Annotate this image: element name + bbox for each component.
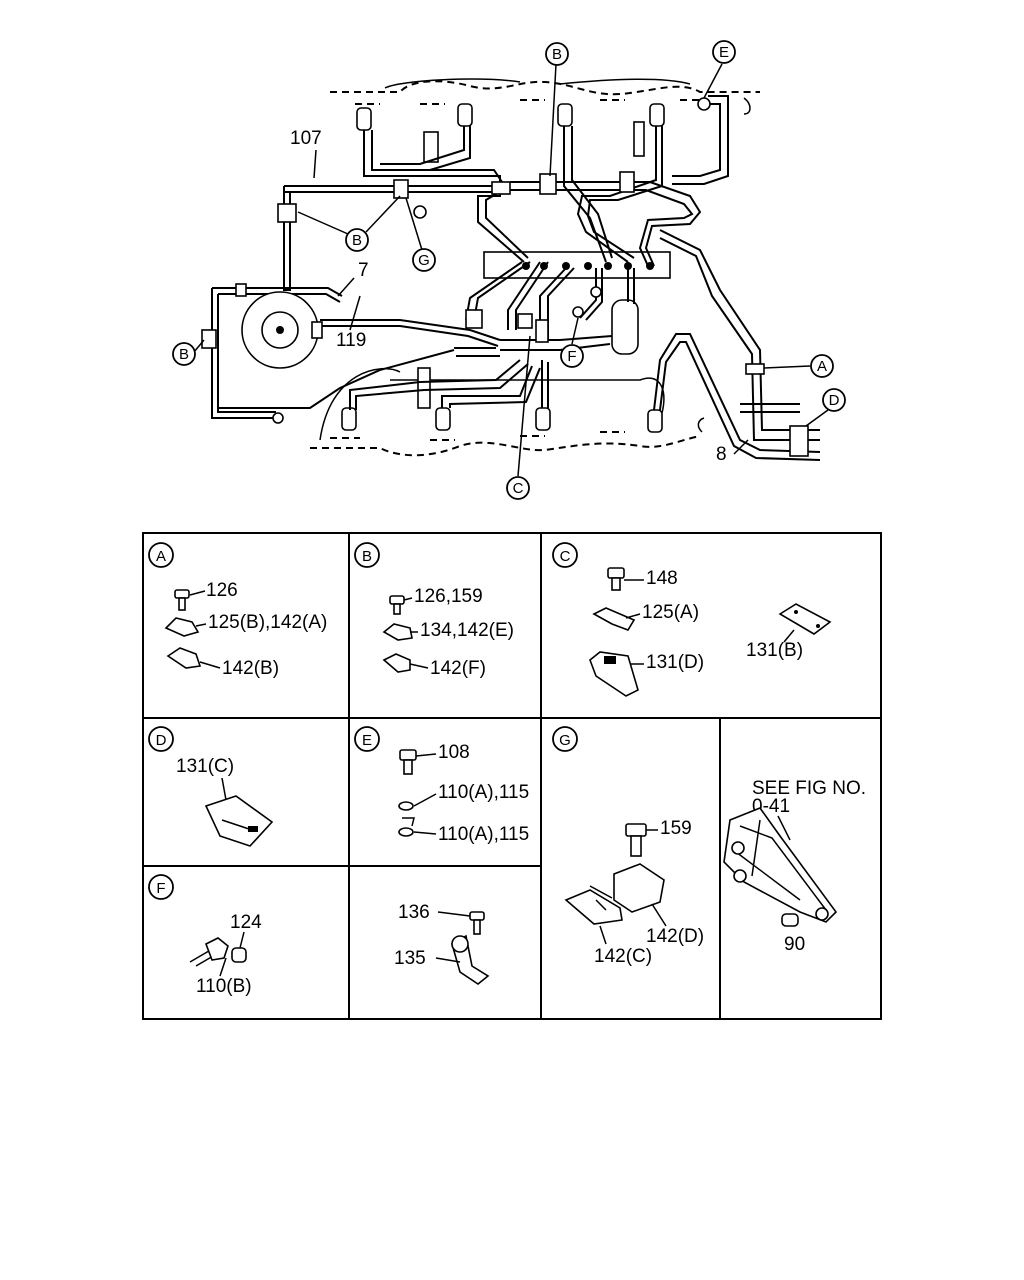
svg-text:C: C	[513, 480, 524, 497]
panel-b-item-1: 126,159	[414, 586, 483, 607]
panel-fig-ref: SEE FIG NO. 0-41 90	[723, 778, 866, 955]
bracket-131c	[204, 795, 274, 847]
washer-110a-top	[398, 801, 414, 811]
unlabeled-item-2: 135	[394, 948, 426, 969]
bolt-90	[781, 913, 799, 927]
panel-g-item-1: 159	[660, 818, 692, 839]
label-119: 119	[336, 330, 366, 351]
callout-d: D	[805, 388, 846, 427]
callout-top-b: B	[545, 42, 569, 177]
panel-g-letter: G	[559, 732, 571, 749]
svg-text:F: F	[567, 348, 576, 365]
nut-124	[231, 947, 247, 963]
panel-e-item-1: 108	[438, 742, 470, 763]
fuel-pipes	[211, 95, 821, 461]
panel-a-letter: A	[156, 548, 166, 565]
bracket-142d	[613, 863, 665, 913]
callout-left-b: B	[172, 339, 205, 366]
bolt-148	[607, 567, 625, 591]
panel-e-item-3: 110(A),115	[438, 824, 529, 845]
nut-110b	[204, 937, 229, 961]
label-7: 7	[358, 260, 369, 281]
panel-a-item-2: 125(B),142(A)	[208, 612, 327, 633]
panel-f: F 124 110(B)	[148, 874, 262, 997]
panel-e: E 108 110(A),115 110(A),115	[354, 726, 529, 845]
panel-f-item-2: 110(B)	[196, 976, 252, 997]
label-8: 8	[716, 444, 727, 465]
detail-grid	[142, 532, 882, 1020]
panel-g: G 159 142(D) 142(C)	[552, 726, 704, 967]
svg-text:B: B	[552, 46, 562, 63]
panel-a-item-3: 142(B)	[222, 658, 279, 679]
main-diagram: 107 7 119 8 B E B G	[172, 40, 846, 500]
panel-c-item-3: 131(D)	[646, 652, 704, 673]
fuel-injection-pump	[483, 251, 671, 279]
panel-b-item-2: 134,142(E)	[420, 620, 514, 641]
panel-a-item-1: 126	[206, 580, 238, 601]
svg-text:B: B	[179, 346, 189, 363]
panel-d: D 131(C)	[148, 726, 274, 847]
label-107: 107	[290, 128, 322, 149]
callout-c: C	[506, 335, 531, 500]
plate-131b	[778, 603, 832, 635]
panel-a: A 126 125(B),142(A) 142(B)	[148, 542, 327, 679]
top-injectors	[356, 103, 665, 163]
bolt-136	[469, 911, 485, 935]
svg-text:G: G	[418, 252, 430, 269]
panel-unlabeled: 136 135	[394, 902, 490, 985]
fig-ref-item: 90	[784, 934, 805, 955]
fuel-filter	[241, 291, 323, 369]
panel-d-item-1: 131(C)	[176, 756, 234, 777]
svg-text:E: E	[719, 44, 729, 61]
panel-e-item-2: 110(A),115	[438, 782, 529, 803]
svg-text:B: B	[352, 232, 362, 249]
panel-c-item-1: 148	[646, 568, 678, 589]
unlabeled-item-1: 136	[398, 902, 430, 923]
bracket-131d	[589, 651, 639, 697]
svg-text:D: D	[829, 392, 840, 409]
panel-d-letter: D	[156, 732, 167, 749]
panel-f-item-1: 124	[230, 912, 262, 933]
clamp-142c	[564, 889, 623, 925]
panel-b-item-3: 142(F)	[430, 658, 486, 679]
engine-mount-bracket	[723, 807, 838, 923]
panel-g-item-2: 142(D)	[646, 926, 704, 947]
bolt-108	[399, 749, 417, 775]
clip-134	[382, 623, 413, 641]
callout-mid-b: B	[297, 195, 401, 252]
callout-top-e: E	[703, 40, 736, 99]
callout-g: G	[405, 197, 436, 272]
panel-f-letter: F	[156, 880, 165, 897]
panel-b: B 126,159 134,142(E) 142(F)	[354, 542, 514, 679]
callout-a: A	[763, 354, 834, 378]
clip-125b	[164, 617, 200, 637]
panel-c-item-4: 131(B)	[746, 640, 803, 661]
panel-c: C 148 125(A) 131(D) 131(B)	[552, 542, 832, 697]
pipe-clamps	[201, 97, 809, 457]
panel-c-letter: C	[560, 548, 571, 565]
panel-c-item-2: 125(A)	[642, 602, 699, 623]
bolt-159	[625, 823, 647, 857]
panel-e-letter: E	[362, 732, 372, 749]
washer-110a-bottom	[398, 827, 414, 837]
engine-outline-bottom	[310, 435, 701, 457]
bolt-126	[174, 589, 190, 611]
bolt-126-159	[389, 595, 405, 615]
engine-outline-top	[330, 80, 760, 96]
fig-ref-line1: SEE FIG NO.	[752, 778, 866, 799]
svg-text:A: A	[817, 358, 827, 375]
panel-b-letter: B	[362, 548, 372, 565]
callout-f: F	[560, 317, 584, 368]
clip-125a	[592, 607, 636, 631]
clip-142b	[166, 647, 202, 669]
clip-142f	[382, 653, 411, 673]
panel-g-item-3: 142(C)	[594, 946, 652, 967]
bottom-injectors	[341, 299, 663, 433]
